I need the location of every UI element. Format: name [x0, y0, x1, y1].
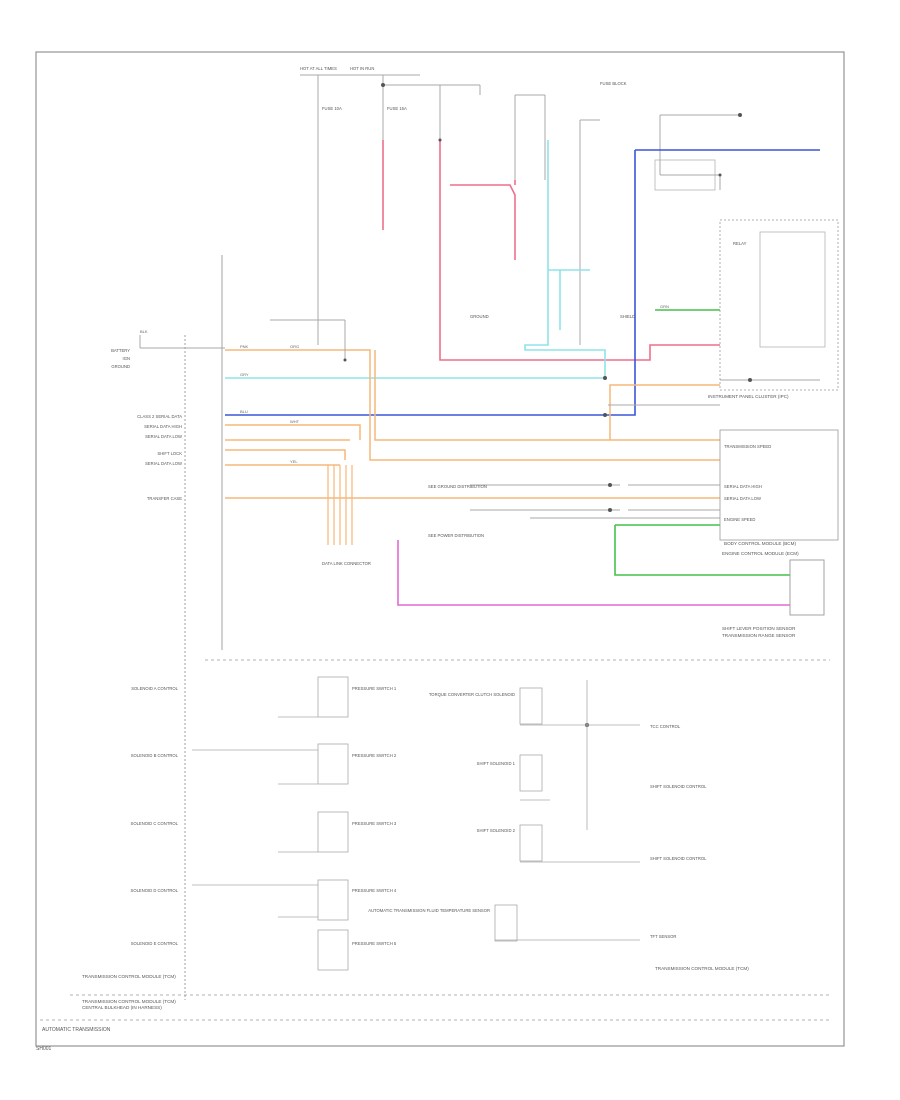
- pin-label: BATTERY: [111, 348, 130, 353]
- wire-color-label: ORG: [290, 344, 299, 349]
- pin-label: SERIAL DATA LOW: [145, 461, 182, 466]
- module-label-shift-sensor: TRANSMISSION RANGE SENSOR: [722, 633, 796, 638]
- fuse-feeds: [300, 74, 740, 345]
- title: AUTOMATIC TRANSMISSION: [42, 1027, 111, 1033]
- module-box-fuse: [654, 159, 716, 191]
- wire-color-label: PNK: [240, 344, 249, 349]
- diagram-frame: [35, 51, 845, 1047]
- wire-red: [382, 140, 720, 361]
- internal-solenoid-label: SHIFT SOLENOID 2: [477, 828, 516, 833]
- wires-grey-upper: [139, 319, 820, 519]
- pin-label: IGN: [123, 356, 130, 361]
- fuse-label: FUSE BLOCK: [600, 81, 627, 86]
- wire-color-label: GRY: [240, 372, 249, 377]
- page-code: SH001: [36, 1046, 52, 1052]
- ecm-pin-label: SERIAL DATA HIGH: [724, 484, 762, 489]
- wire-color-label: WHT: [290, 419, 300, 424]
- internal-solenoid-label: SHIFT SOLENOID 1: [477, 761, 516, 766]
- solenoid-boxes-right: [494, 680, 640, 942]
- diagram-note: SHIELD: [620, 314, 635, 319]
- wire-magenta: [397, 540, 790, 606]
- diagram-note: SEE GROUND DISTRIBUTION: [428, 484, 487, 489]
- wire-bundle-orange: [327, 465, 353, 545]
- wire-color-label: GRN: [660, 304, 669, 309]
- internal-control-label: TCC CONTROL: [650, 724, 681, 729]
- fuse-label: FUSE 10A: [322, 106, 342, 111]
- module-label-tcm-left: TRANSMISSION CONTROL MODULE (TCM): [82, 974, 176, 979]
- fuse-label: HOT AT ALL TIMES: [300, 66, 337, 71]
- connector-bottom-label: TRANSMISSION CONTROL MODULE (TCM): [82, 999, 176, 1004]
- wire-blue: [225, 149, 820, 416]
- solenoid-control-label: SOLENOID D CONTROL: [131, 888, 179, 893]
- diagram-note: GROUND: [470, 314, 489, 319]
- module-box-relay: [759, 231, 826, 348]
- wire-orange: [225, 349, 720, 499]
- pin-label: GROUND: [111, 364, 130, 369]
- module-label-tcm-right: TRANSMISSION CONTROL MODULE (TCM): [655, 966, 749, 971]
- pin-label: TRANSFER CASE: [147, 496, 182, 501]
- solenoid-control-label: SOLENOID C CONTROL: [131, 821, 179, 826]
- solenoid-control-label: SOLENOID E CONTROL: [131, 941, 179, 946]
- wire-color-label: BLK: [140, 329, 148, 334]
- pressure-switch-label: PRESSURE SWITCH 5: [352, 941, 397, 946]
- internal-solenoid-label: AUTOMATIC TRANSMISSION FLUID TEMPERATURE…: [368, 908, 490, 913]
- solenoid-boxes-left: [192, 676, 349, 971]
- ecm-pin-label: TRANSMISSION SPEED: [724, 444, 771, 449]
- wire-color-label: YEL: [290, 459, 298, 464]
- wire-color-label: BLU: [240, 409, 248, 414]
- diagram-note: SEE POWER DISTRIBUTION: [428, 533, 484, 538]
- solenoid-control-label: SOLENOID A CONTROL: [131, 686, 178, 691]
- fuse-label: FUSE 15A: [387, 106, 407, 111]
- pin-label: CLASS 2 SERIAL DATA: [137, 414, 182, 419]
- module-box-ecm: [789, 559, 825, 616]
- pressure-switch-label: PRESSURE SWITCH 3: [352, 821, 397, 826]
- module-box-bcm: [719, 429, 839, 541]
- wire-green: [614, 309, 790, 576]
- module-label-shifter: SHIFT LEVER POSITION SENSOR: [722, 626, 796, 631]
- module-label-bcm: BODY CONTROL MODULE (BCM): [724, 541, 796, 546]
- internal-control-label: SHIFT SOLENOID CONTROL: [650, 784, 707, 789]
- internal-control-label: TFT SENSOR: [650, 934, 676, 939]
- ecm-pin-label: SERIAL DATA LOW: [724, 496, 761, 501]
- pressure-switch-label: PRESSURE SWITCH 2: [352, 753, 397, 758]
- diagram-note: DATA LINK CONNECTOR: [322, 561, 371, 566]
- pin-label: SERIAL DATA HIGH: [144, 424, 182, 429]
- pressure-switch-label: PRESSURE SWITCH 1: [352, 686, 397, 691]
- wire-cyan: [225, 140, 606, 379]
- connector-note: CENTRAL BULKHEAD (IN HARNESS): [82, 1005, 162, 1010]
- fuse-label: RELAY: [733, 241, 747, 246]
- internal-control-label: SHIFT SOLENOID CONTROL: [650, 856, 707, 861]
- internal-solenoid-label: TORQUE CONVERTER CLUTCH SOLENOID: [429, 692, 515, 697]
- module-label-ipc: INSTRUMENT PANEL CLUSTER (IPC): [708, 394, 789, 399]
- pressure-switch-label: PRESSURE SWITCH 4: [352, 888, 397, 893]
- solenoid-control-label: SOLENOID B CONTROL: [131, 753, 179, 758]
- pin-label: SERIAL DATA LOW: [145, 434, 182, 439]
- module-label-ecm: ENGINE CONTROL MODULE (ECM): [722, 551, 799, 556]
- pin-label: SHIFT LOCK: [157, 451, 182, 456]
- splice-dots: [343, 83, 752, 727]
- fuse-label: HOT IN RUN: [350, 66, 374, 71]
- ecm-pin-label: ENGINE SPEED: [724, 517, 755, 522]
